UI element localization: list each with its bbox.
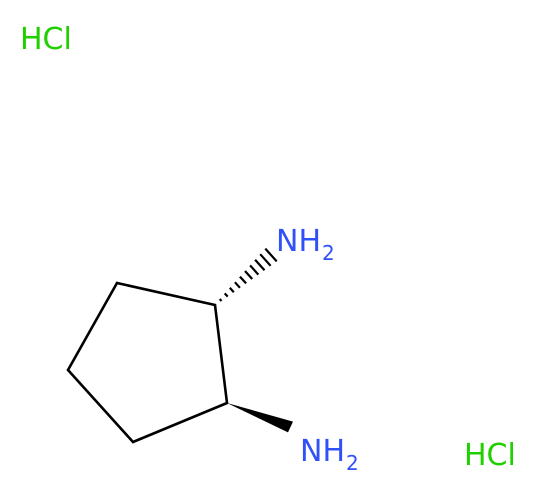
hcl-label-bottom: HCl xyxy=(464,438,516,473)
ring-bond-c3-c4 xyxy=(66,368,135,444)
ring-bond-c4-c5 xyxy=(66,281,119,372)
amine-label-top: NH2 xyxy=(276,224,335,265)
ring-bond-c1-c2 xyxy=(213,303,229,405)
hcl-label-top: HCl xyxy=(20,22,72,57)
hashed-wedge-segment xyxy=(244,270,254,280)
hashed-wedge-segment xyxy=(249,264,260,276)
hashed-wedge-bond xyxy=(213,247,278,307)
hashed-wedge-segment xyxy=(234,281,241,289)
hashed-wedge-segment xyxy=(223,292,229,298)
hashed-wedge-segment xyxy=(239,275,247,285)
amine-label-bottom: NH2 xyxy=(300,434,359,475)
solid-wedge-bond xyxy=(227,403,293,433)
hashed-wedge-segment xyxy=(259,253,272,267)
hashed-wedge-segment xyxy=(213,303,217,307)
hashed-wedge-segment xyxy=(218,298,223,302)
hashed-wedge-segment xyxy=(228,287,235,293)
ring-bond-c5-c1 xyxy=(115,281,217,307)
cyclopentane-ring xyxy=(66,281,229,444)
ring-bond-c2-c3 xyxy=(131,401,229,444)
hashed-wedge-segment xyxy=(254,259,266,271)
hashed-wedge-segment xyxy=(264,247,278,263)
